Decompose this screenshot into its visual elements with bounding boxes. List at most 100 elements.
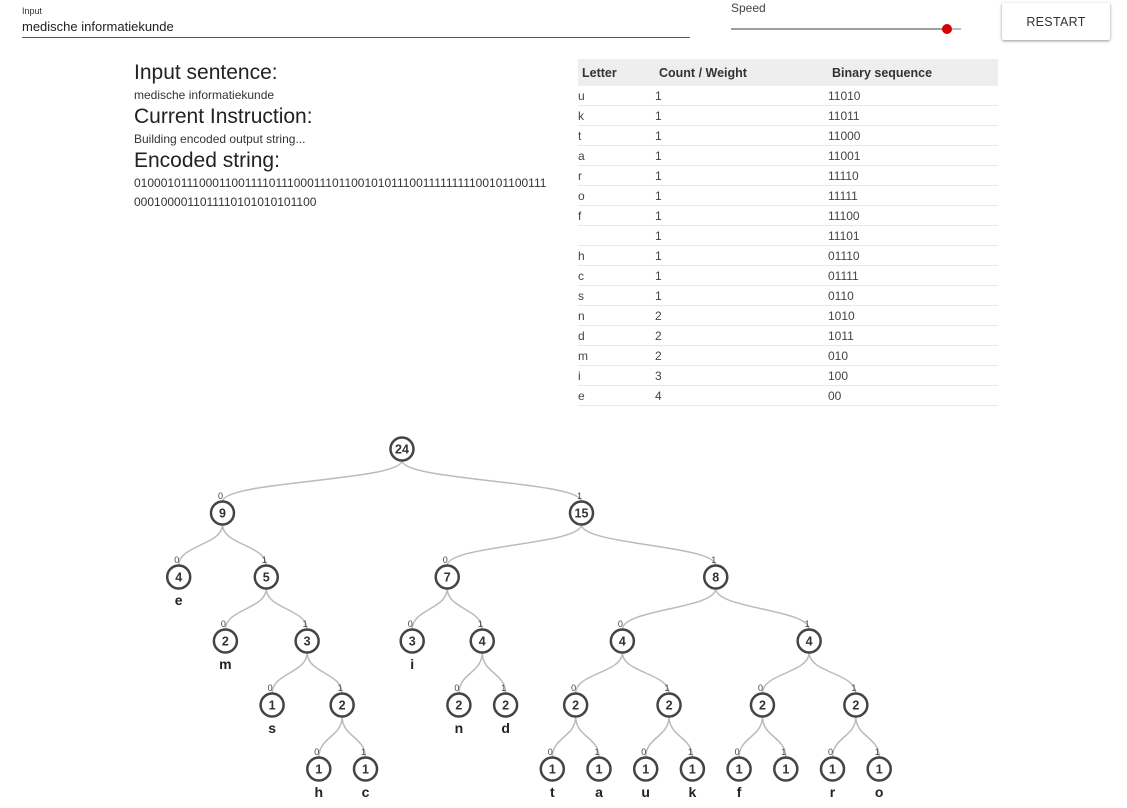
cell-letter: s [578, 285, 655, 306]
tree-edge [481, 652, 507, 694]
tree-node: 4 [796, 628, 822, 654]
tree-node: 1 [773, 756, 799, 782]
edge-bit-label: 1 [478, 619, 483, 629]
node-letter: d [501, 720, 510, 736]
node-circle [843, 692, 869, 718]
cell-count: 1 [655, 245, 828, 266]
tree-node: 1s [259, 692, 285, 736]
tree-node: 15 [568, 500, 595, 526]
node-weight: 1 [596, 763, 603, 777]
tree-node: 3 [294, 628, 320, 654]
node-weight: 2 [502, 699, 509, 713]
edge-bit-label: 1 [338, 683, 343, 693]
node-letter: i [410, 656, 414, 672]
cell-count: 4 [655, 385, 828, 406]
tree-edge [761, 652, 810, 694]
node-circle [492, 692, 519, 718]
node-letter: u [641, 784, 650, 800]
slider-fill [731, 28, 948, 30]
node-weight: 1 [782, 763, 789, 777]
cell-letter: f [578, 205, 655, 226]
node-weight: 1 [362, 763, 369, 777]
edge-bit-label: 0 [314, 747, 319, 757]
tree-edge [401, 460, 583, 502]
edge-bit-label: 0 [618, 619, 623, 629]
tree-edge [738, 716, 764, 758]
input-field[interactable] [22, 17, 690, 38]
cell-count: 1 [655, 105, 828, 126]
node-letter: n [455, 720, 464, 736]
tree-node: 1k [679, 756, 706, 800]
node-circle [656, 692, 682, 718]
cell-letter: t [578, 125, 655, 146]
tree-node: 2 [749, 692, 776, 718]
edge-bit-label: 0 [218, 491, 223, 501]
edge-bit-label: 0 [828, 747, 833, 757]
node-circle [726, 756, 752, 782]
tree-edge [306, 652, 343, 694]
node-circle [609, 628, 636, 654]
tree-node: 1h [306, 756, 332, 800]
node-weight: 3 [409, 635, 416, 649]
node-letter: r [830, 784, 836, 800]
tree-node: 24 [389, 436, 415, 462]
tree-edge [855, 716, 880, 758]
column-header-count: Count / Weight [655, 59, 828, 86]
edge-bit-label: 0 [571, 683, 576, 693]
cell-binary: 11011 [828, 105, 998, 126]
tree-node: 1a [586, 756, 612, 800]
node-weight: 4 [806, 635, 813, 649]
restart-button[interactable]: RESTART [1002, 3, 1110, 40]
node-letter: m [219, 656, 231, 672]
tree-edge [574, 652, 624, 694]
node-weight: 2 [572, 699, 579, 713]
tree-edge [446, 588, 483, 630]
node-weight: 3 [304, 635, 311, 649]
node-letter: s [268, 720, 276, 736]
node-weight: 1 [642, 763, 649, 777]
node-weight: 4 [619, 635, 626, 649]
column-header-letter: Letter [578, 59, 655, 86]
tree-node: 4 [609, 628, 636, 654]
tree-edge [621, 588, 717, 630]
cell-count: 1 [655, 86, 828, 106]
tree-node: 2 [843, 692, 869, 718]
cell-binary: 11010 [828, 86, 998, 106]
node-weight: 2 [222, 635, 229, 649]
node-circle [212, 628, 239, 654]
node-circle [165, 564, 192, 590]
node-circle [306, 756, 332, 782]
node-weight: 9 [219, 507, 226, 521]
slider-thumb[interactable] [942, 24, 953, 34]
node-circle [434, 564, 460, 590]
tree-edge [221, 524, 268, 566]
cell-binary: 0110 [828, 285, 998, 306]
cell-binary: 00 [828, 385, 998, 406]
cell-count: 1 [655, 125, 828, 146]
node-weight: 5 [263, 571, 270, 585]
node-circle [259, 692, 285, 718]
speed-slider[interactable] [731, 22, 961, 36]
cell-letter: c [578, 265, 655, 286]
cell-count: 1 [655, 185, 828, 206]
node-letter: a [595, 784, 603, 800]
cell-letter: h [578, 245, 655, 266]
encoded-string-heading: Encoded string: [134, 149, 280, 172]
tree-edge [831, 716, 857, 758]
cell-binary: 11101 [828, 225, 998, 246]
node-weight: 1 [689, 763, 696, 777]
edge-bit-label: 0 [443, 555, 448, 565]
tree-node: 2m [212, 628, 239, 672]
speed-label: Speed [731, 1, 766, 15]
edge-bit-label: 1 [594, 747, 599, 757]
node-circle [294, 628, 320, 654]
